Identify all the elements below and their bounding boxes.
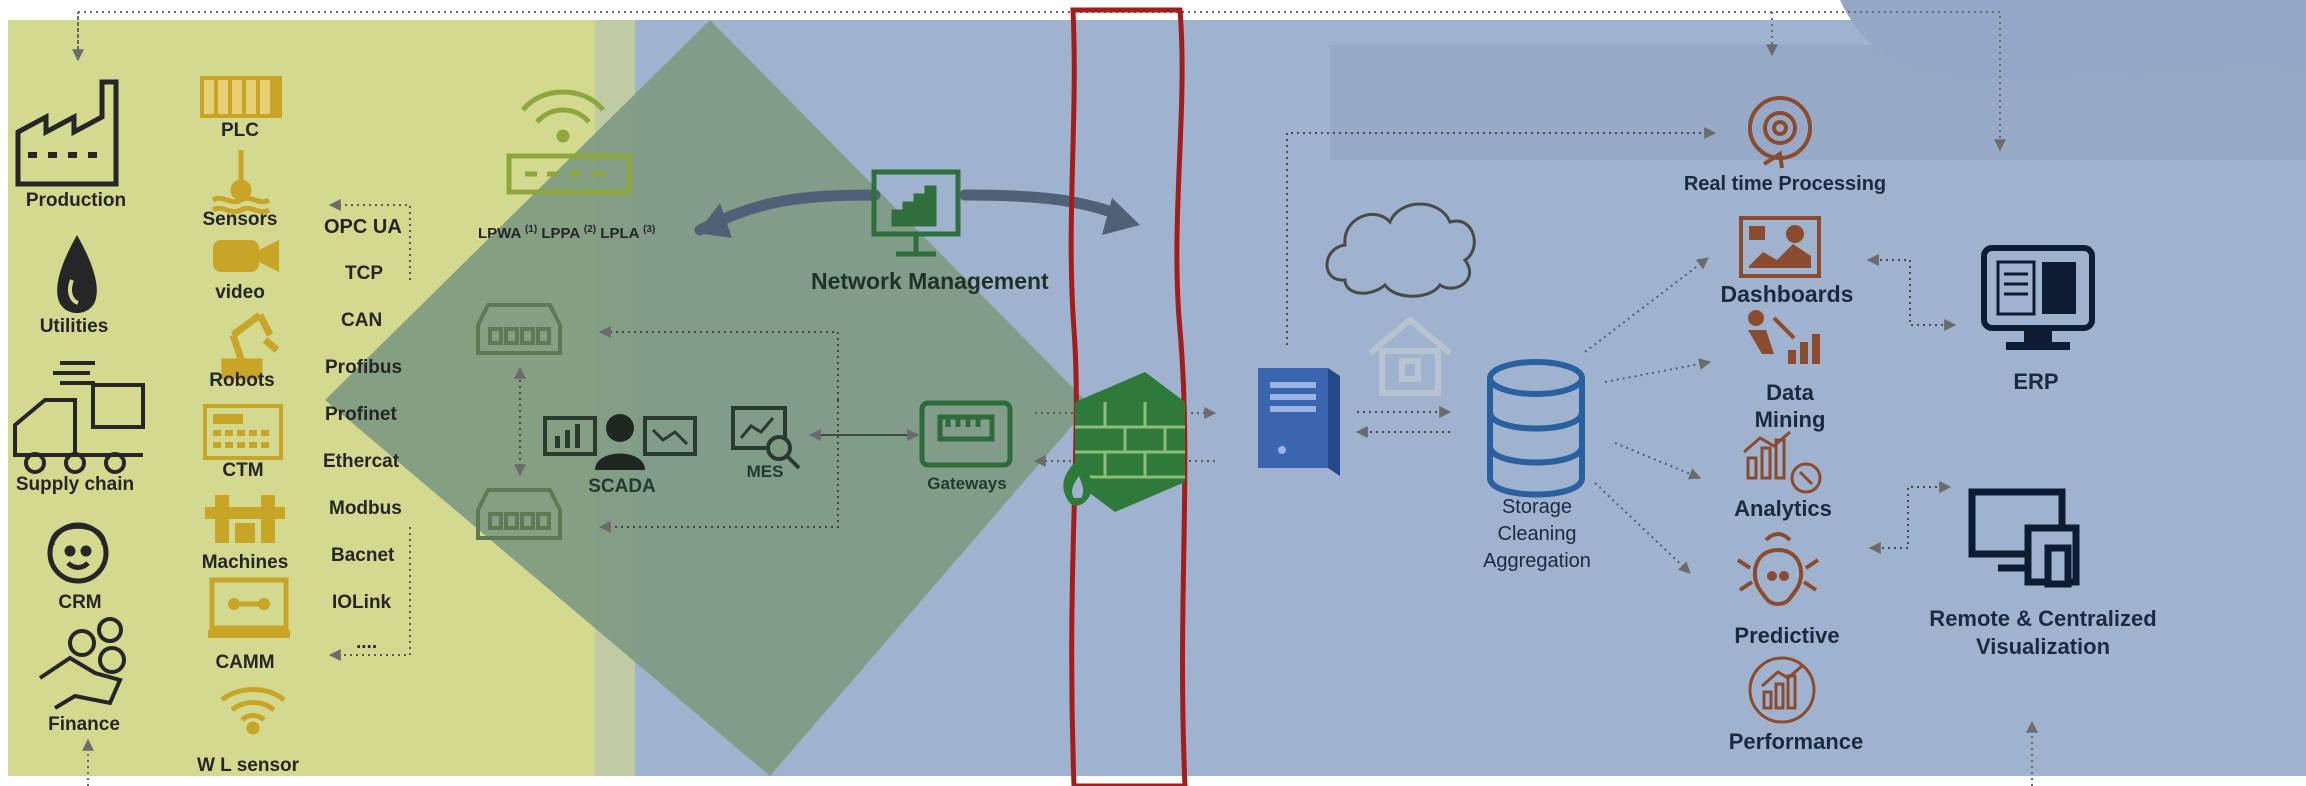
label-plc: PLC [221, 120, 259, 141]
home-icon [1368, 316, 1452, 396]
label-gateways: Gateways [927, 474, 1007, 493]
label-data: Data [1766, 380, 1814, 405]
storage-predictive [1594, 482, 1691, 574]
protocol-2: CAN [341, 310, 383, 331]
wifi-router-icon [506, 89, 632, 195]
protocol-bracket-bottom [328, 527, 411, 661]
protocol-bracket-top [328, 199, 411, 280]
label-utilities: Utilities [39, 316, 109, 337]
label-wl-sensor: W L sensor [196, 755, 300, 776]
label-dashboards: Dashboards [1720, 281, 1854, 307]
truck-icon [13, 361, 145, 474]
label-lpla: LPLA [600, 225, 639, 242]
factory-icon [15, 79, 119, 187]
label-analytics: Analytics [1734, 496, 1832, 521]
firewall-boundary [1068, 7, 1188, 786]
nm-arrowhead-left [697, 203, 732, 238]
label-remote: Remote & Centralized [1929, 606, 2157, 631]
wifi-sensor-icon [220, 687, 286, 735]
label-crm: CRM [58, 592, 102, 613]
label-predictive: Predictive [1734, 623, 1840, 648]
erp-computer-icon [1981, 245, 2095, 350]
gateway-to-switch-bottom [598, 400, 839, 533]
ctm-icon [203, 404, 283, 460]
protocol-7: Bacnet [331, 545, 395, 566]
analytics-remote [1868, 481, 1952, 554]
label-lpwa: LPWA [478, 225, 521, 242]
protocol-4: Profinet [325, 404, 397, 425]
label-storage: Storage [1501, 496, 1573, 518]
gateway-icon [919, 400, 1013, 468]
server-realtime-link [1286, 127, 1717, 345]
server-icon [1258, 368, 1340, 476]
predictive-icon [1736, 532, 1820, 607]
label-sensors: Sensors [202, 209, 278, 230]
label-ctm: CTM [222, 460, 264, 481]
realtime-gear-icon [1748, 96, 1812, 169]
scada-icon [543, 414, 697, 470]
it-zone-curve [1840, 0, 2306, 80]
plc-icon [200, 76, 282, 118]
dashboard-icon [1739, 216, 1821, 278]
label-network-management: Network Management [811, 268, 1049, 294]
camm-icon [208, 577, 290, 638]
storage-dashboards [1584, 257, 1709, 353]
performance-icon [1748, 656, 1816, 724]
label-visualization: Visualization [1975, 634, 2111, 659]
crm-icon [47, 522, 109, 584]
label-sup1: (1) [524, 224, 538, 235]
label-mes: MES [746, 462, 784, 481]
label-finance: Finance [48, 714, 120, 735]
label-supply-chain: Supply chain [15, 474, 135, 495]
protocol-0: OPC UA [324, 216, 402, 238]
protocol-3: Profibus [325, 357, 403, 378]
finance-icon [38, 617, 126, 710]
label-sup3: (3) [643, 224, 656, 235]
label-video: video [215, 282, 265, 303]
network-monitor-icon [871, 169, 961, 257]
analytics-icon [1743, 430, 1822, 494]
label-scada: SCADA [588, 476, 656, 497]
switch-icon-top [476, 303, 562, 355]
label-production: Production [25, 190, 127, 211]
gateway-to-switch-top [598, 326, 839, 400]
robot-arm-icon [221, 312, 280, 380]
label-sup2: (2) [583, 224, 597, 235]
label-camm: CAMM [215, 652, 275, 673]
switch-icon-bottom [476, 488, 562, 540]
label-cleaning: Cleaning [1497, 523, 1577, 545]
database-icon [1487, 359, 1585, 498]
protocol-9: .... [356, 632, 378, 653]
protocol-1: TCP [345, 263, 383, 284]
label-machines: Machines [201, 552, 289, 573]
label-performance: Performance [1728, 729, 1864, 754]
remote-monitors-icon [1968, 488, 2080, 588]
video-icon [213, 240, 279, 272]
protocol-5: Ethercat [323, 451, 400, 472]
label-aggregation: Aggregation [1483, 550, 1591, 572]
label-lppa: LPPA [541, 225, 580, 242]
data-mining-icon [1748, 310, 1820, 364]
label-realtime: Real time Processing [1683, 173, 1887, 195]
protocol-6: Modbus [329, 498, 402, 519]
label-erp: ERP [2013, 369, 2059, 394]
machine-icon [205, 495, 285, 543]
edge-diamond [325, 20, 1090, 776]
mes-icon [731, 406, 801, 470]
label-robots: Robots [209, 370, 275, 391]
drop-icon [57, 235, 97, 313]
protocol-8: IOLink [332, 592, 392, 613]
nm-arrow-right [959, 189, 1126, 221]
firewall-icon [1063, 372, 1185, 512]
cloud-icon [1325, 202, 1476, 298]
wireless-labels: LPWA (1) LPPA (2) LPLA (3) [478, 224, 655, 242]
sensor-icon [211, 150, 271, 215]
nm-arrowhead-right [1102, 198, 1140, 235]
label-mining: Mining [1754, 407, 1826, 432]
